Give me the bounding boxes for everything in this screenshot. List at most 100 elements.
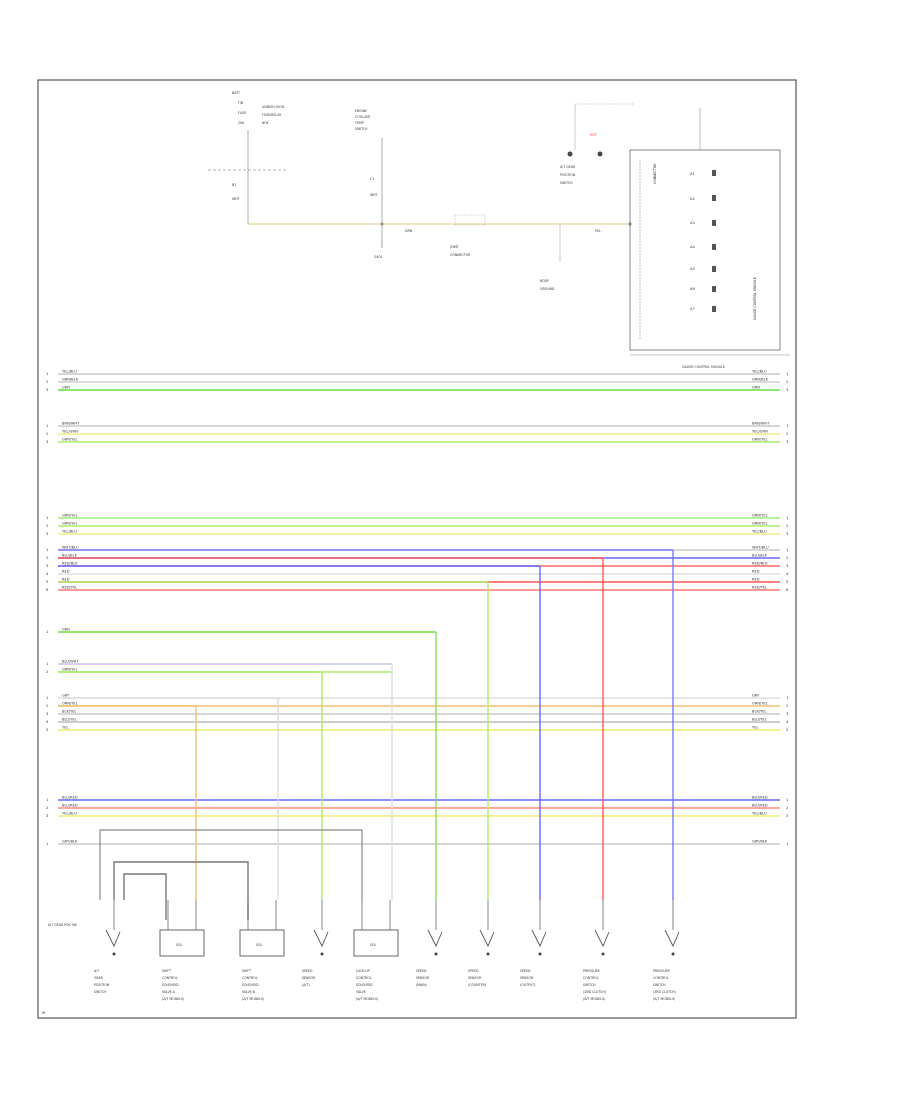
component-caption: (A/T) [302,983,310,987]
wire-pin-left: 2 [46,524,48,528]
svg-text:WHT: WHT [370,193,378,197]
svg-text:TEMP: TEMP [354,121,364,125]
svg-text:WHT: WHT [232,197,240,201]
pcm-pins: A1 A2 A3 A4 A5 A6 A7 [690,172,695,311]
pcm-caption: GAUGE CONTROL MODULE [753,277,757,320]
component-caption: VALVE [356,990,366,994]
svg-text:A3: A3 [690,221,695,225]
svg-text:SWITCH: SWITCH [355,127,368,131]
wire-label: GRN/YEL [62,668,78,672]
svg-text:A5: A5 [690,267,695,271]
svg-text:C1: C1 [370,177,374,181]
ground-label: G401 [374,255,383,259]
wire-label: GRN/YEL [62,438,78,442]
wire-pin-left: 1 [46,516,48,520]
wire-pin-left: 6 [46,588,49,592]
wire-pin-left: 1 [46,424,48,428]
component-caption: (A/T MODELS) [583,997,605,1001]
switch-symbol [427,929,443,948]
svg-text:A1: A1 [690,172,695,176]
wire-label: BLK/YEL [62,710,77,714]
wire-pin-left: 3 [46,712,48,716]
svg-text:BATT: BATT [232,91,240,95]
component-caption: SENSOR [468,976,482,980]
svg-text:A/T GEAR: A/T GEAR [560,165,576,169]
wire-label: BLU/RED [62,804,78,808]
wire-label-right: GRN/YEL [752,514,768,518]
wire-pin-left: 3 [46,564,48,568]
page-marker: W [42,1011,46,1015]
wire-pin-left: 2 [46,432,48,436]
wire-label-right: GRN/YEL [752,522,768,526]
svg-text:CONNECTOR: CONNECTOR [450,253,471,257]
component-caption: SWITCH [94,990,107,994]
svg-text:FUSE/RELAY: FUSE/RELAY [262,113,281,117]
svg-text:F/B: F/B [238,101,243,105]
component-caption: (A/T MODELS) [162,997,184,1001]
gauge-control-module [629,149,781,351]
wire-pin-left: 1 [46,842,48,846]
solenoid-box [353,929,399,957]
wire-label: RED/BLK [62,562,78,566]
component-caption: POSITION [94,983,110,987]
wire-pin-right: 2 [786,524,788,528]
component-caption: GEAR [94,976,104,980]
svg-text:JOINT: JOINT [449,245,459,249]
wire-pin-right: 5 [786,728,788,732]
switch-symbol [105,929,121,948]
wire-pin-right: 1 [786,516,788,520]
wire-pin-right: 3 [786,564,788,568]
wire-pin-right: 1 [786,696,788,700]
wire-pin-left: 2 [46,806,48,810]
connector-label: JOINT CONNECTOR [449,245,471,257]
svg-text:GRN: GRN [405,229,413,233]
switch-symbol [664,929,680,948]
sensor-bus-2 [123,873,167,920]
wire-label-right: ORN/YEL [752,702,768,706]
wire-label-right: GRN/BLK [752,378,769,382]
wire-label-right: RED [752,578,760,582]
wire-label: BLU/BLK [62,554,78,558]
wire-pin-left: 2 [46,670,48,674]
wire-pin-left: 1 [46,372,48,376]
component-caption: A/T [94,969,99,973]
component-caption: VALVE B [242,990,255,994]
wire-label-right: BLU/RED [752,796,768,800]
wire-label: YEL/BLU [62,812,77,816]
wire-label-right: RED/YEL [752,586,767,590]
component-caption: SPEED [302,969,313,973]
wire-pin-right: 1 [786,842,788,846]
wire-pin-left: 1 [46,662,48,666]
svg-text:A4: A4 [690,245,695,249]
svg-text:UNDER-HOOD: UNDER-HOOD [262,105,285,109]
wire-label-right: BLU/BLK [752,554,768,558]
component-caption: SPEED [468,969,479,973]
wire-pin-right: 2 [786,704,788,708]
wire-pin-left: 4 [46,572,49,576]
wire-label-right: YEL/BLU [752,812,767,816]
solenoid-box [239,929,285,957]
switch-symbol [479,929,495,948]
svg-text:20A: 20A [238,121,245,125]
component-caption: (A/T MODELS) [356,997,378,1001]
svg-text:CONNECTOR: CONNECTOR [653,163,657,184]
bottom-components: A/T GEAR POSITION SWITCH SOLSHIFTCONTROLSOLE… [94,900,680,1001]
wire-label: GRY [62,694,70,698]
wire-pin-right: 1 [786,548,788,552]
wire-pin-right: 2 [786,380,788,384]
component-caption: (COUNTER) [468,983,486,987]
component: SPEED SENSOR (COUNTER) [468,900,495,987]
wire-pin-right: 3 [786,388,788,392]
wire-pin-left: 3 [46,532,48,536]
wire-pin-right: 2 [786,556,788,560]
wire-pin-right: 1 [786,372,788,376]
wire-label: GRN [62,628,70,632]
